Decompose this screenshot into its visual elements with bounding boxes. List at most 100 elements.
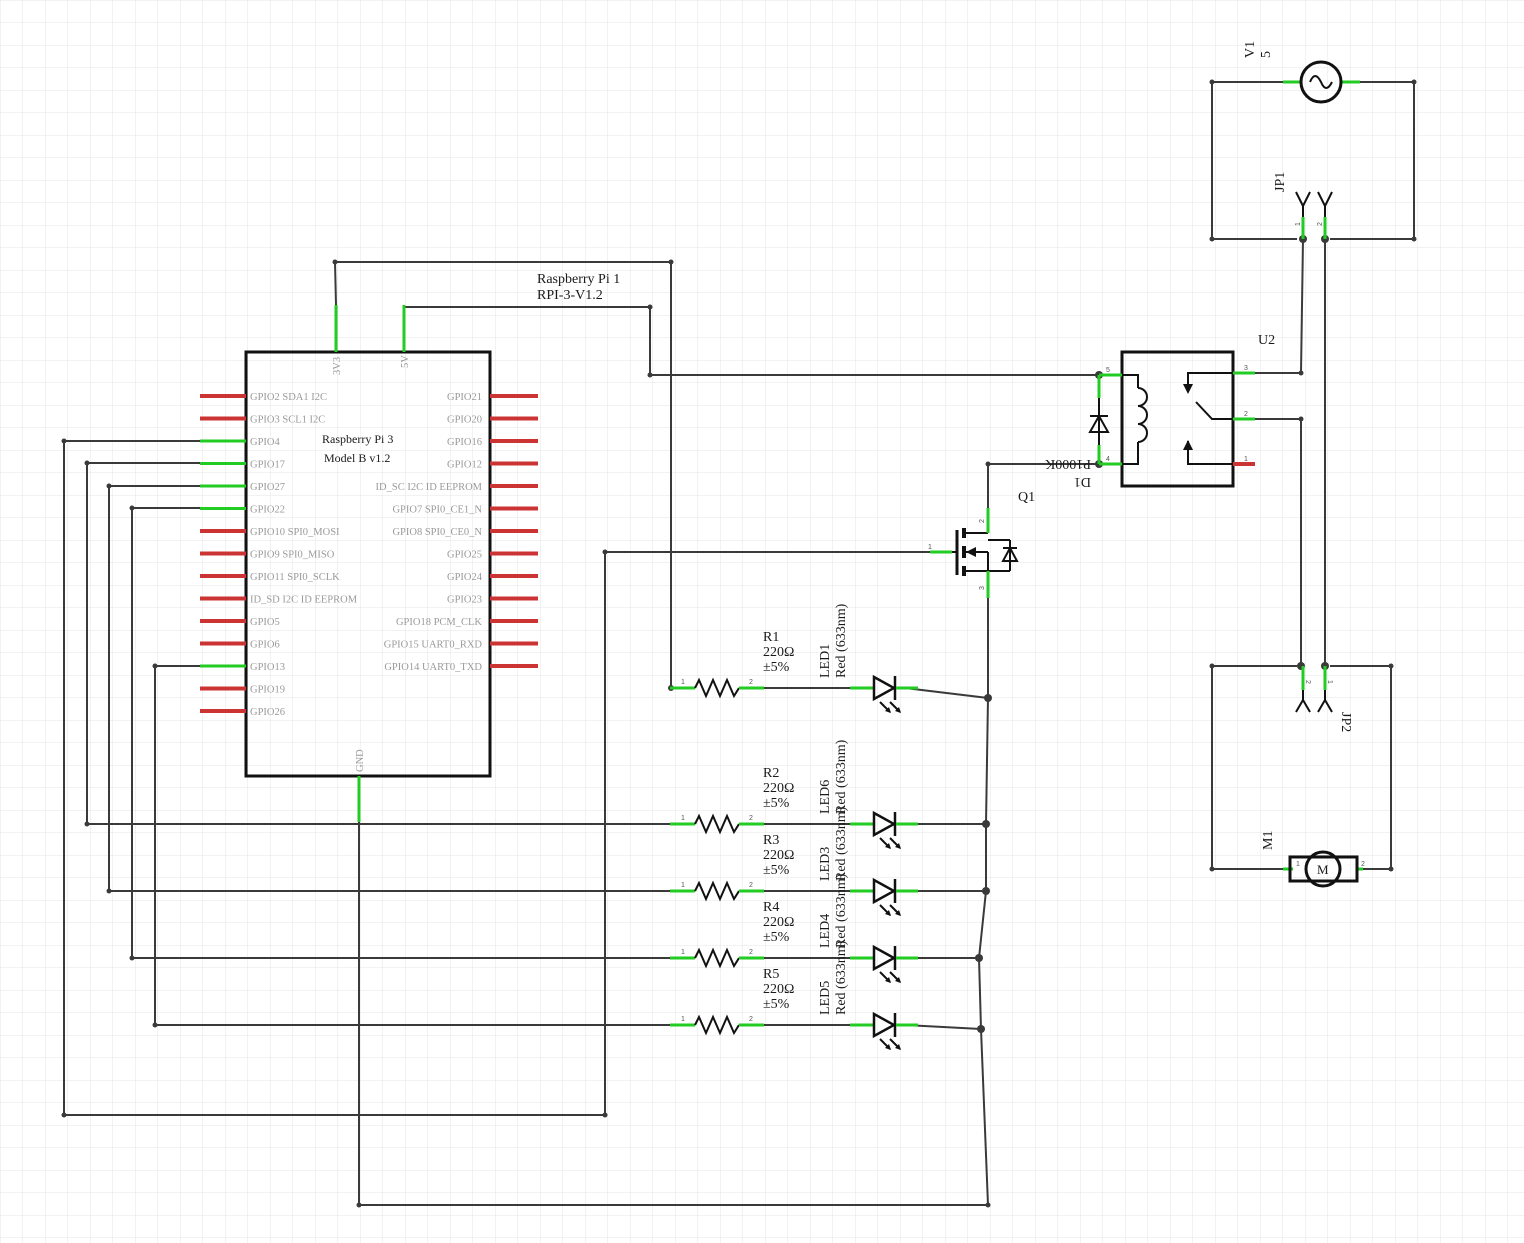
- rpi-left-pin-label: GPIO11 SPI0_SCLK: [250, 572, 340, 583]
- resistor-value: 220Ω: [763, 848, 794, 863]
- rpi-right-pin-label: GPIO18 PCM_CLK: [396, 617, 482, 628]
- resistor-symbol: [694, 880, 740, 902]
- rpi-right-pin-label: ID_SC I2C ID EEPROM: [376, 482, 483, 493]
- rpi-left-pin-label: GPIO2 SDA1 I2C: [250, 392, 327, 403]
- rpi-left-pin-label: GPIO4: [250, 437, 281, 448]
- v1-name: V1: [1243, 41, 1258, 58]
- svg-text:2: 2: [749, 679, 753, 686]
- rpi-left-pin-label: GPIO9 SPI0_MISO: [250, 550, 335, 561]
- q1-mosfet[interactable]: Q1 1 2 3: [928, 490, 1035, 598]
- jp2-label: JP2: [1338, 712, 1353, 732]
- jp2-connector[interactable]: 2 1 JP2: [1295, 666, 1353, 732]
- rpi-left-pin-label: GPIO22: [250, 505, 285, 516]
- svg-text:2: 2: [749, 1016, 753, 1023]
- svg-text:2: 2: [1244, 411, 1248, 418]
- rpi-left-pin-label: GPIO5: [250, 617, 280, 628]
- resistor-name: R5: [763, 967, 779, 982]
- rpi-pin-3v3-label: 3V3: [332, 357, 343, 375]
- u2-label: U2: [1258, 333, 1275, 348]
- led-symbol: [872, 1011, 897, 1039]
- u2-relay[interactable]: U2 5 4 3 2 1: [1099, 333, 1275, 488]
- rpi-right-pin-label: GPIO25: [447, 550, 482, 561]
- resistor-value: 220Ω: [763, 915, 794, 930]
- rpi-left-pin-label: GPIO3 SCL1 I2C: [250, 415, 325, 426]
- rpi-left-pin-label: GPIO10 SPI0_MOSI: [250, 527, 340, 538]
- resistor-tolerance: ±5%: [763, 660, 790, 675]
- d1-part: P1000K: [1045, 456, 1091, 471]
- raspberry-pi[interactable]: Raspberry Pi 1 RPI-3-V1.2 Raspberry Pi 3…: [200, 272, 620, 822]
- led-desc: Red (633nm): [834, 603, 849, 678]
- svg-text:2: 2: [1317, 222, 1324, 226]
- resistor-tolerance: ±5%: [763, 796, 790, 811]
- wire-v1-right: [1330, 81, 1415, 240]
- resistor-tolerance: ±5%: [763, 930, 790, 945]
- resistor-tolerance: ±5%: [763, 997, 790, 1012]
- q1-label: Q1: [1018, 490, 1035, 505]
- rpi-left-pin-label: GPIO19: [250, 685, 285, 696]
- resistor-symbol: [694, 1014, 740, 1036]
- rpi-right-pin-label: GPIO7 SPI0_CE1_N: [392, 505, 482, 516]
- svg-text:1: 1: [681, 1016, 685, 1023]
- svg-text:2: 2: [749, 882, 753, 889]
- led-desc: Red (633nm): [834, 873, 849, 948]
- rpi-right-pin-label: GPIO23: [447, 595, 482, 606]
- svg-text:3: 3: [1244, 365, 1248, 372]
- svg-text:1: 1: [681, 679, 685, 686]
- led-desc: Red (633nm): [834, 940, 849, 1015]
- svg-text:2: 2: [979, 519, 986, 523]
- svg-text:3: 3: [979, 586, 986, 590]
- wire-gpio13: [154, 665, 680, 1026]
- svg-text:1: 1: [1244, 456, 1248, 463]
- rpi-left-pin-label: GPIO6: [250, 640, 280, 651]
- rpi-title1: Raspberry Pi 3: [322, 432, 393, 446]
- led-name: LED1: [818, 644, 833, 678]
- resistor-tolerance: ±5%: [763, 863, 790, 878]
- svg-text:1: 1: [1326, 680, 1333, 684]
- resistor-value: 220Ω: [763, 982, 794, 997]
- svg-text:1: 1: [681, 882, 685, 889]
- wire-5v: [404, 306, 1115, 376]
- led-name: LED6: [818, 780, 833, 814]
- rpi-right-pin-label: GPIO21: [447, 392, 482, 403]
- rpi-right-pin-label: GPIO8 SPI0_CE0_N: [392, 527, 482, 538]
- junctions: [61, 79, 1417, 1208]
- resistor-symbol: [694, 813, 740, 835]
- led-name: LED3: [818, 847, 833, 881]
- svg-text:2: 2: [749, 949, 753, 956]
- led-name: LED5: [818, 981, 833, 1015]
- d1-diode[interactable]: D1 P1000K: [1045, 375, 1110, 489]
- resistor-symbol: [694, 677, 740, 699]
- resistor-name: R2: [763, 766, 779, 781]
- led-desc: Red (633nm): [834, 739, 849, 814]
- wire-led1-cathode: [904, 687, 989, 699]
- resistor-symbol: [694, 947, 740, 969]
- rpi-left-pin-label: GPIO26: [250, 707, 285, 718]
- led-symbol: [872, 674, 897, 702]
- rpi-pin-5v-label: 5V: [400, 355, 411, 368]
- m1-motor[interactable]: M1 M 1 2: [1261, 831, 1365, 888]
- resistor-value: 220Ω: [763, 781, 794, 796]
- svg-text:1: 1: [681, 815, 685, 822]
- rpi-part: RPI-3-V1.2: [537, 288, 603, 303]
- wire-gpio22: [131, 507, 680, 959]
- wire-gpio27: [108, 485, 680, 892]
- v1-source[interactable]: V1 5: [1243, 41, 1360, 104]
- rpi-left-pin-label: GPIO27: [250, 482, 285, 493]
- m1-label: M1: [1261, 831, 1276, 850]
- jp1-connector[interactable]: JP1 1 2: [1273, 172, 1333, 239]
- d1-name: D1: [1074, 474, 1091, 489]
- led-name: LED4: [818, 914, 833, 948]
- wire-jp2-right: [1330, 665, 1392, 870]
- svg-text:1: 1: [928, 544, 932, 551]
- wire-jp2-left: [1211, 665, 1297, 870]
- svg-text:5: 5: [1106, 367, 1110, 374]
